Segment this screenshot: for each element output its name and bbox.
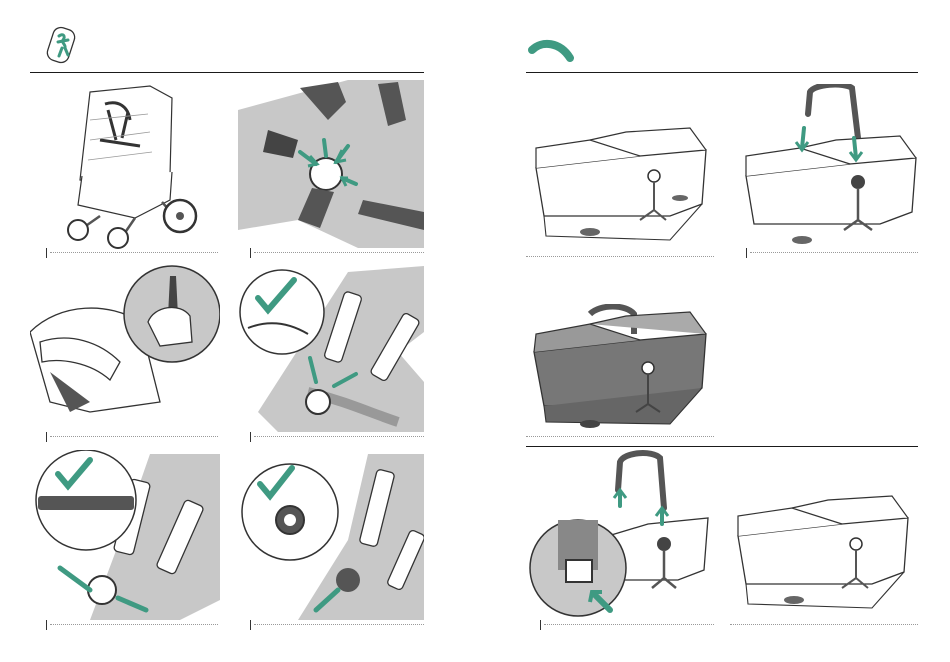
step-4-caption [250,432,424,444]
seat-harness-icon [46,24,80,68]
right-header-rule [526,72,918,73]
caption-dots [526,256,714,257]
caption-dots [750,252,918,253]
step-3-illustration [30,262,220,432]
step-9-illustration [530,304,714,434]
caption-dots [526,436,714,437]
step-11-illustration [732,488,918,612]
carry-handle-icon [526,36,576,66]
left-header-rule [30,72,424,73]
step-8-illustration [740,84,920,248]
step-8-caption [746,248,918,260]
step-1-caption [46,248,218,260]
caption-tick [46,248,47,258]
step-11-caption [730,620,918,632]
step-3-caption [46,432,218,444]
step-2-illustration [238,80,424,248]
step-5-illustration [30,450,220,620]
step-6-caption [250,620,424,632]
caption-tick [250,620,251,630]
caption-dots [50,624,218,625]
caption-dots [254,252,424,253]
step-4-illustration [238,262,424,432]
caption-tick [46,432,47,442]
caption-dots [254,624,424,625]
caption-dots [50,252,218,253]
right-section-rule [526,446,918,447]
step-5-caption [46,620,218,632]
caption-dots [50,436,218,437]
caption-dots [544,624,714,625]
caption-tick [540,620,541,630]
step-2-caption [250,248,424,260]
step-1-illustration [60,80,200,250]
step-10-illustration [528,450,714,620]
step-7-illustration [530,120,714,244]
caption-tick [250,432,251,442]
step-9-caption [526,432,714,444]
caption-dots [730,624,918,625]
step-7-caption [526,252,714,264]
caption-dots [254,436,424,437]
step-10-caption [540,620,714,632]
caption-tick [46,620,47,630]
step-6-illustration [238,450,424,620]
caption-tick [746,248,747,258]
caption-tick [250,248,251,258]
